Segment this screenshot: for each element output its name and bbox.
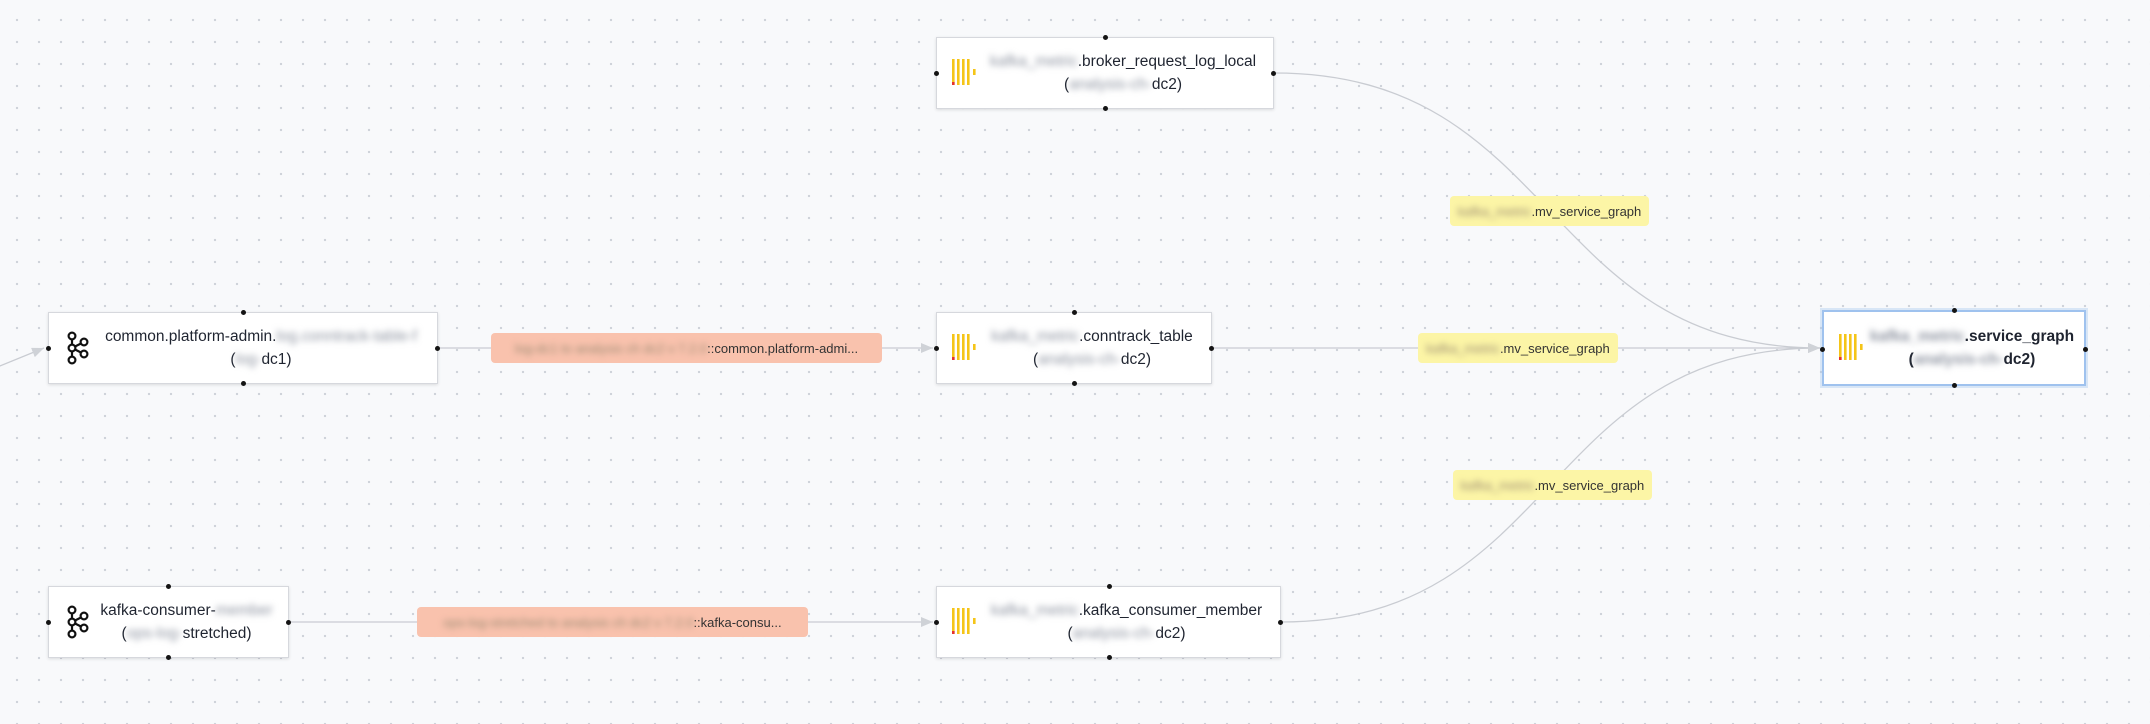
edge-label-text: .mv_service_graph	[1534, 477, 1645, 493]
handle-top[interactable]	[1103, 35, 1108, 40]
node-location-main: dc2)	[2003, 351, 2036, 368]
handle-left[interactable]	[934, 346, 939, 351]
handle-left[interactable]	[1820, 347, 1825, 352]
node-title-redacted: log.conntrack-table-f	[276, 328, 417, 345]
handle-top[interactable]	[1072, 310, 1077, 315]
handle-left[interactable]	[934, 71, 939, 76]
node-location-open: (	[1032, 351, 1039, 368]
handle-top[interactable]	[1952, 308, 1957, 313]
handle-left[interactable]	[46, 620, 51, 625]
node-location-open: (	[1067, 625, 1073, 642]
node-location-redacted: analysis-ch-	[1072, 625, 1156, 642]
handle-bottom[interactable]	[1072, 381, 1077, 386]
node-title-redacted: kafka_metric	[990, 602, 1079, 619]
edge-label-redacted: kafka_metric	[1457, 203, 1532, 219]
edge-label-consumer-to-member[interactable]: ops-log-stretched to analysis ch dc2 v 7…	[417, 607, 808, 637]
node-location-redacted: ops-log-	[126, 625, 183, 642]
clickhouse-icon	[952, 608, 976, 634]
handle-top[interactable]	[241, 310, 246, 315]
node-title-redacted: kafka_metric	[1869, 328, 1965, 345]
edge-label-broker-to-graph[interactable]: kafka_metric.mv_service_graph	[1450, 196, 1649, 226]
node-title-main: .kafka_consumer_member	[1078, 602, 1263, 619]
node-title-redacted: member	[215, 602, 273, 619]
node-title: kafka_metric.service_graph	[1870, 325, 2074, 348]
edge-label-text: .mv_service_graph	[1499, 340, 1610, 356]
node-common-platform-admin[interactable]: common.platform-admin.log.conntrack-tabl…	[46, 310, 440, 386]
edge-label-common-to-conntrack[interactable]: log-dc1 to analysis ch dc2 v 7.2.0::comm…	[491, 333, 882, 363]
node-title: kafka_metric.conntrack_table	[991, 325, 1193, 348]
node-location: (analysis-ch-dc2)	[1067, 622, 1185, 645]
node-location-open: (	[230, 351, 236, 368]
node-title-redacted: kafka_metric	[991, 328, 1080, 345]
edge-label-conntrack-to-graph[interactable]: kafka_metric.mv_service_graph	[1418, 333, 1618, 363]
edge-label-redacted: kafka_metric	[1426, 340, 1500, 356]
edge-label-redacted: log-dc1 to analysis ch dc2 v 7.2.0	[514, 340, 708, 356]
handle-bottom[interactable]	[1952, 383, 1957, 388]
node-location-open: (	[121, 625, 127, 642]
handle-right[interactable]	[435, 346, 440, 351]
node-location-redacted: analysis-ch-	[1038, 351, 1121, 368]
node-location-redacted: log-	[235, 351, 262, 368]
node-location: (log-dc1)	[230, 348, 291, 371]
edge-label-member-to-graph[interactable]: kafka_metric.mv_service_graph	[1453, 470, 1652, 500]
handle-right[interactable]	[2083, 347, 2088, 352]
node-title: kafka-consumer-member	[100, 599, 272, 622]
node-location-open: (	[1063, 76, 1070, 93]
node-location-open: (	[1908, 351, 1914, 368]
edge-label-text: ::kafka-consu...	[693, 614, 782, 630]
handle-bottom[interactable]	[241, 381, 246, 386]
handle-right[interactable]	[1209, 346, 1214, 351]
node-kafka-consumer-member[interactable]: kafka_metric.kafka_consumer_member (anal…	[934, 584, 1283, 660]
node-location-main: stretched)	[182, 625, 252, 642]
node-kafka-consumer[interactable]: kafka-consumer-member (ops-log-stretched…	[46, 584, 291, 660]
edge-label-redacted: kafka_metric	[1460, 477, 1535, 493]
node-title-main: .service_graph	[1964, 328, 2075, 345]
node-title: kafka_metric.kafka_consumer_member	[991, 599, 1262, 622]
edge-label-text: ::common.platform-admi...	[707, 340, 859, 356]
handle-right[interactable]	[286, 620, 291, 625]
node-location-main: dc1)	[261, 351, 292, 368]
kafka-icon	[67, 605, 89, 639]
node-location: (analysis-ch-dc2)	[1064, 73, 1182, 96]
node-title: kafka_metric.broker_request_log_local	[990, 50, 1256, 73]
node-title-main: .broker_request_log_local	[1077, 53, 1257, 70]
kafka-icon	[67, 331, 89, 365]
node-conntrack-table[interactable]: kafka_metric.conntrack_table (analysis-c…	[934, 310, 1214, 386]
handle-left[interactable]	[934, 620, 939, 625]
node-location: (ops-log-stretched)	[121, 622, 251, 645]
handle-bottom[interactable]	[1107, 655, 1112, 660]
edge-incoming-common[interactable]	[0, 347, 45, 370]
node-title-redacted: kafka_metric	[989, 53, 1078, 70]
node-location-main: dc2)	[1151, 76, 1183, 93]
node-title-main: kafka-consumer-	[100, 602, 216, 619]
edge-label-text: .mv_service_graph	[1531, 203, 1642, 219]
handle-right[interactable]	[1271, 71, 1276, 76]
node-location-redacted: analysis-ch-	[1913, 351, 2004, 368]
handle-top[interactable]	[166, 584, 171, 589]
handle-bottom[interactable]	[1103, 106, 1108, 111]
handle-top[interactable]	[1107, 584, 1112, 589]
node-title: common.platform-admin.log.conntrack-tabl…	[105, 325, 417, 348]
node-broker-request-log-local[interactable]: kafka_metric.broker_request_log_local (a…	[934, 35, 1276, 111]
node-location-main: dc2)	[1155, 625, 1186, 642]
clickhouse-icon	[952, 334, 976, 360]
edge-label-redacted: ops-log-stretched to analysis ch dc2 v 7…	[443, 614, 694, 630]
node-location-redacted: analysis-ch-	[1069, 76, 1152, 93]
node-location: (analysis-ch-dc2)	[1033, 348, 1151, 371]
node-service-graph[interactable]: kafka_metric.service_graph (analysis-ch-…	[1820, 308, 2088, 388]
node-location: (analysis-ch-dc2)	[1909, 348, 2036, 371]
node-title-main: .conntrack_table	[1079, 328, 1193, 345]
node-title-main: common.platform-admin.	[105, 328, 277, 345]
handle-right[interactable]	[1278, 620, 1283, 625]
node-location-main: dc2)	[1120, 351, 1152, 368]
handle-left[interactable]	[46, 346, 51, 351]
clickhouse-icon	[952, 59, 976, 85]
clickhouse-icon	[1839, 334, 1863, 360]
handle-bottom[interactable]	[166, 655, 171, 660]
